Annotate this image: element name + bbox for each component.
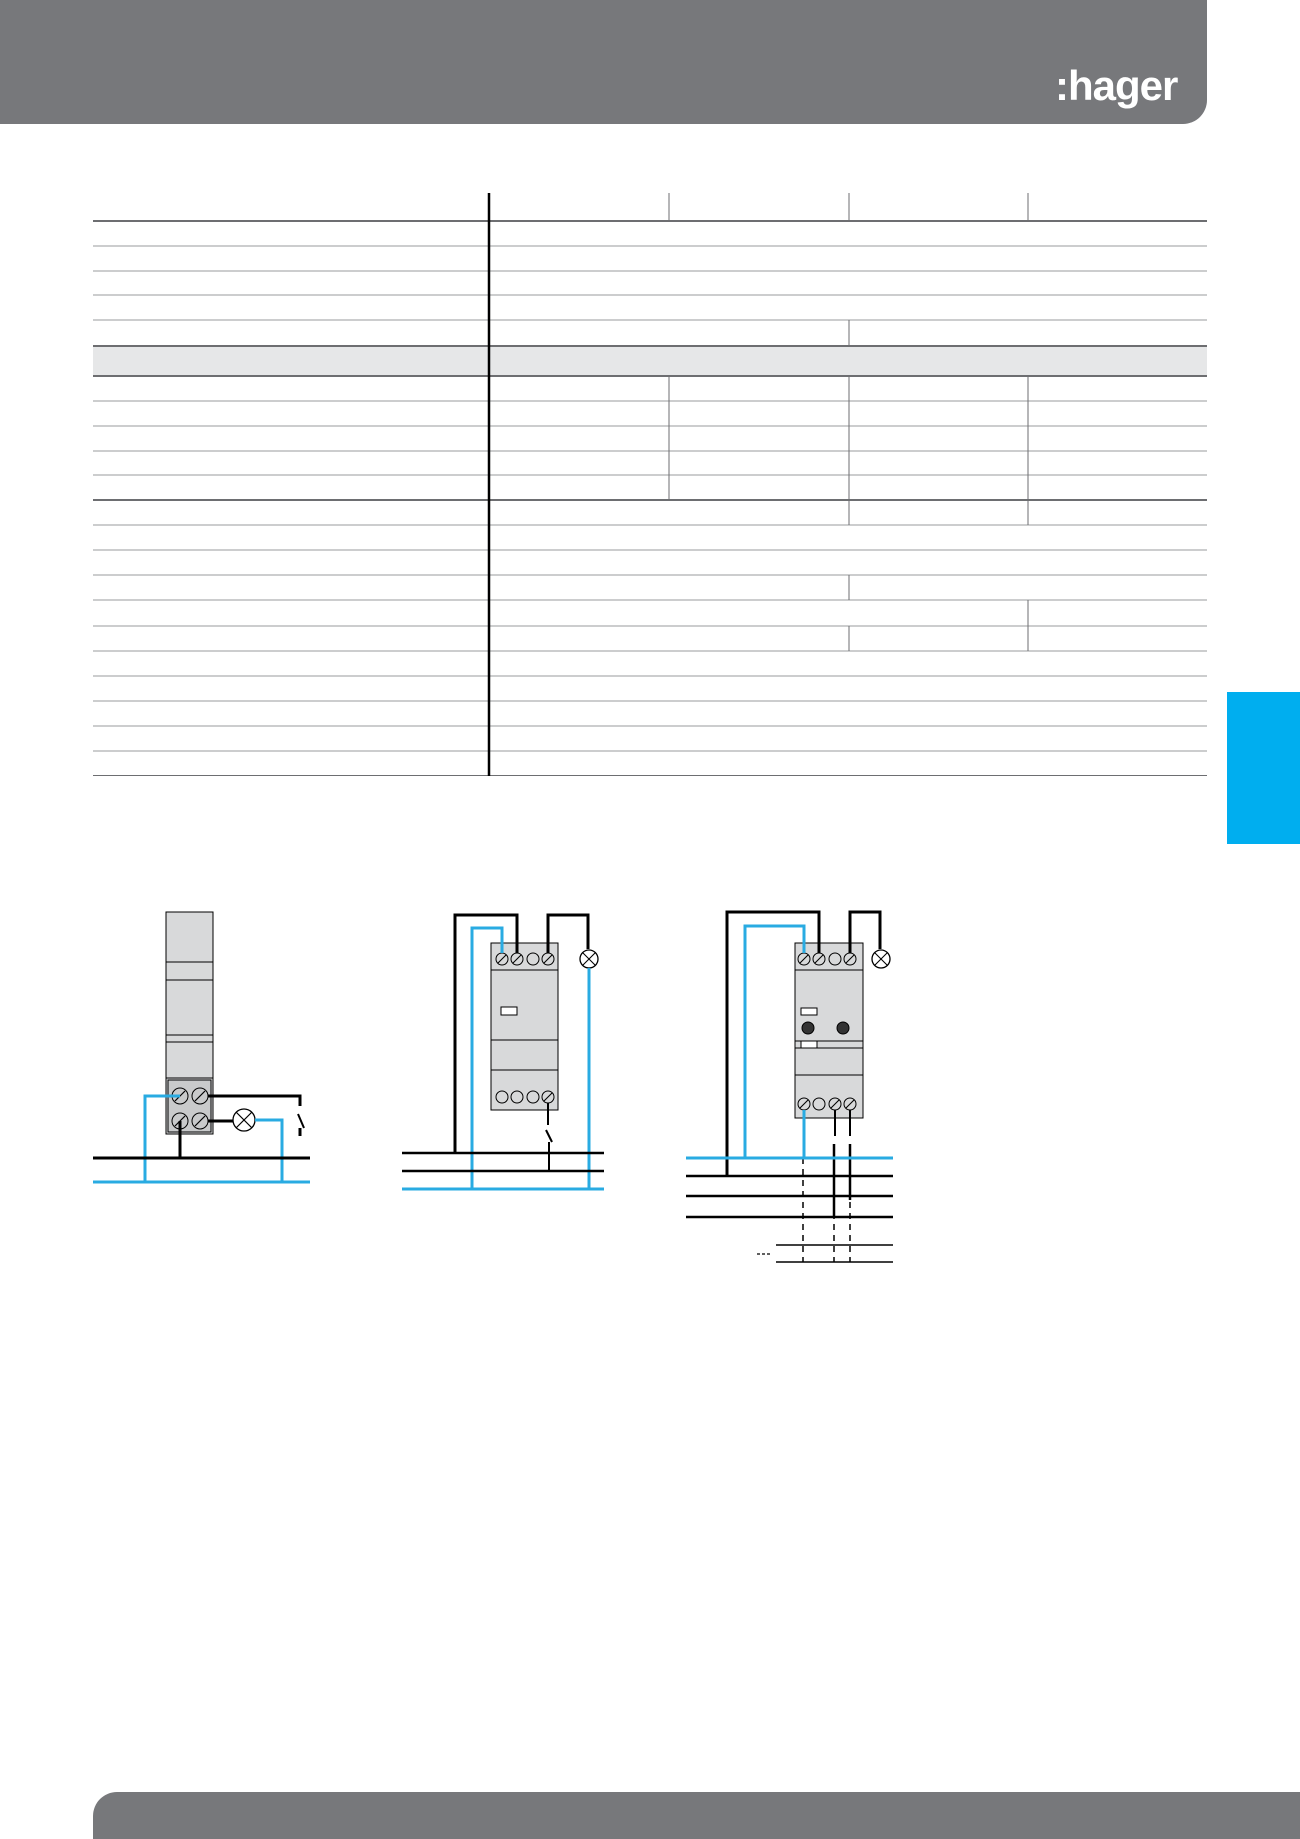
footer-band bbox=[93, 1792, 1300, 1839]
wiring-diagram-2 bbox=[402, 913, 604, 1191]
hager-logo: :hager bbox=[1055, 62, 1179, 109]
wiring-diagram-1 bbox=[93, 911, 310, 1184]
section-header-band bbox=[93, 346, 1207, 376]
svg-text::hager: :hager bbox=[1055, 62, 1178, 109]
spec-table bbox=[93, 193, 1207, 776]
header-band: :hager bbox=[0, 0, 1207, 124]
table-grid bbox=[93, 193, 1207, 776]
wiring-diagram-3 bbox=[686, 910, 893, 1263]
chapter-tab bbox=[1227, 692, 1300, 844]
wiring-diagrams bbox=[93, 910, 893, 1263]
